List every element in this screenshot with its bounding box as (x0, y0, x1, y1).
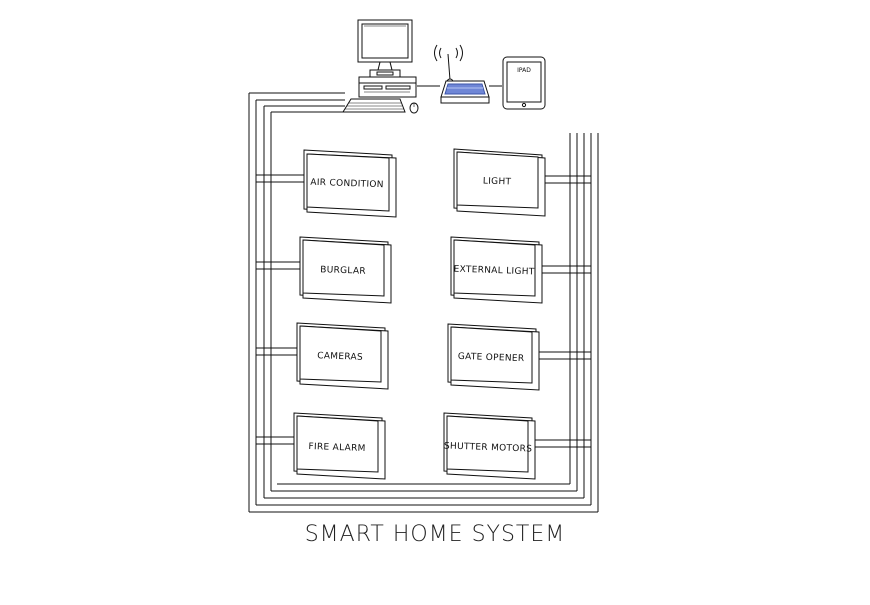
panel-air-condition (303, 149, 397, 218)
panel-cameras (296, 322, 389, 390)
panel-light (453, 148, 546, 217)
panel-label-air-condition: AIR CONDITION (310, 178, 384, 191)
panel-label-gate-opener: GATE OPENER (458, 352, 525, 364)
panel-burglar (299, 236, 392, 304)
tablet-icon (502, 56, 546, 110)
desktop-computer-icon (342, 19, 419, 114)
wiring-frame (248, 85, 599, 513)
diagram-title: SMART HOME SYSTEM (304, 522, 566, 547)
panel-gate-opener (447, 323, 540, 391)
wifi-router-icon (434, 44, 490, 104)
panel-label-burglar: BURGLAR (320, 265, 366, 277)
panel-fire-alarm (293, 412, 386, 480)
panel-external-light (450, 236, 543, 304)
panel-label-shutter-motors: SHUTTER MOTORS (444, 441, 533, 454)
panel-label-external-light: EXTERNAL LIGHT (453, 265, 535, 278)
ipad-label: IPAD (517, 67, 531, 74)
panel-label-cameras: CAMERAS (317, 351, 363, 363)
panel-label-fire-alarm: FIRE ALARM (308, 442, 366, 454)
panel-label-light: LIGHT (483, 177, 512, 188)
panel-shutter-motors (443, 412, 536, 480)
